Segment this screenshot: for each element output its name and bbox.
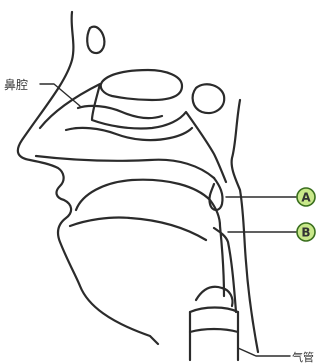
neck-back-outline (232, 100, 258, 352)
marker-a: A (297, 188, 315, 206)
soft-palate (209, 178, 222, 210)
larynx-cartilage (196, 287, 233, 306)
marker-b: B (297, 223, 315, 241)
marker-a-label: A (301, 191, 311, 205)
nasal-turbinate-middle (78, 106, 162, 118)
face-profile-outline (18, 12, 158, 344)
nasal-cavity-label: 鼻腔 (4, 77, 28, 92)
marker-b-label: B (301, 226, 310, 240)
trachea-leader (238, 348, 290, 356)
trachea-label: 气管 (292, 350, 314, 363)
nasal-upper-chamber (101, 70, 182, 100)
frontal-sinus (87, 27, 104, 53)
jaw-inner-line (70, 217, 206, 240)
trachea-top (190, 308, 238, 313)
trachea-ring (190, 329, 238, 332)
sphenoid-sinus (193, 84, 225, 113)
nasal-turbinate-lower (66, 128, 192, 140)
